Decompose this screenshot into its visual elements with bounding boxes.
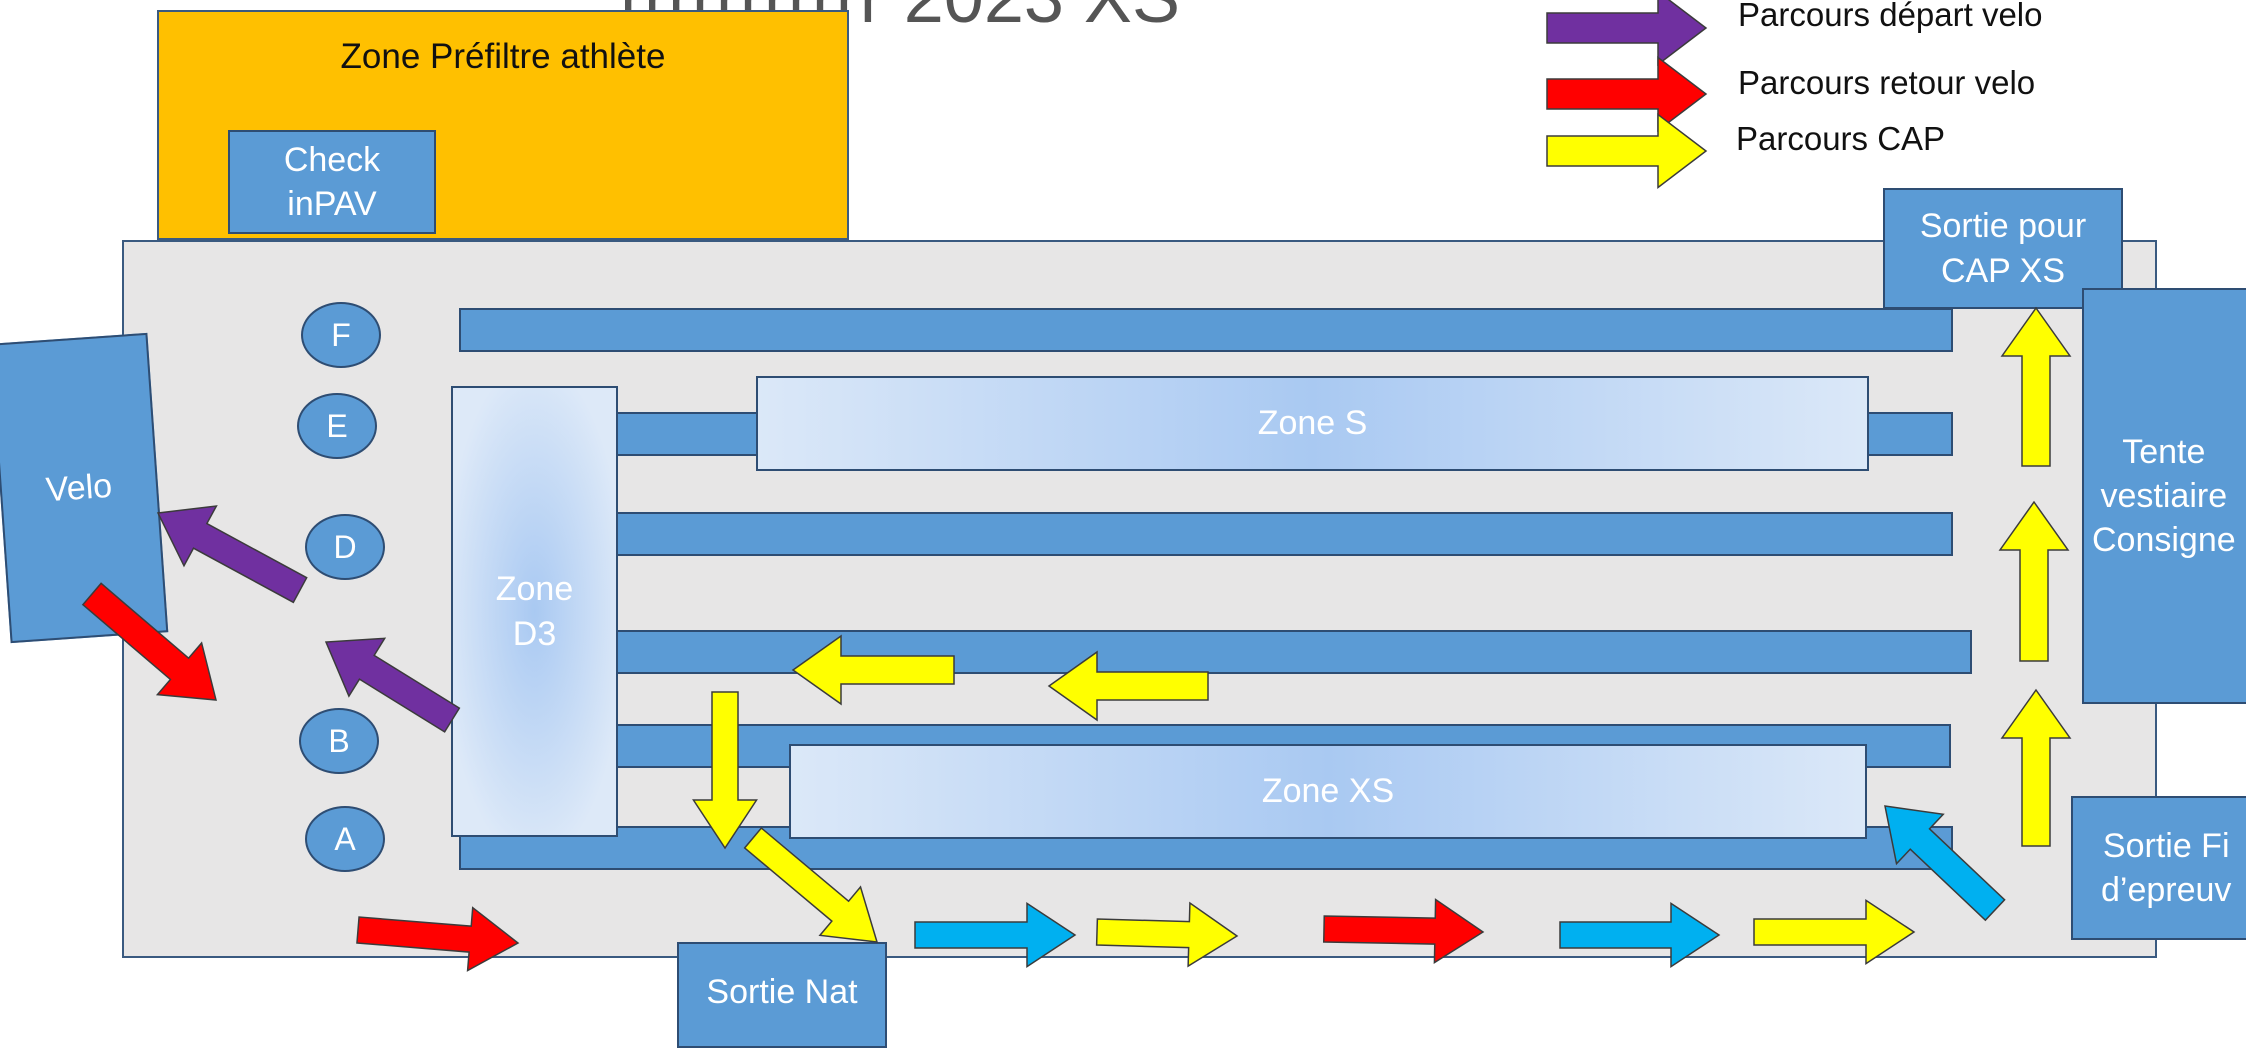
check-in-label: Check inPAV: [283, 140, 381, 223]
zone-xs: [789, 744, 1867, 839]
flow-arrow-cap: [2000, 306, 2072, 467]
flow-arrow-cap: [1047, 650, 1209, 722]
zone-d3-label: Zone D3: [495, 570, 574, 653]
sortie-nat-label: Sortie Nat: [706, 973, 858, 1012]
row-e-circle: E: [297, 393, 377, 459]
tente-box: [2082, 288, 2246, 704]
row-f-circle: F: [301, 302, 381, 368]
flow-arrow-cap: [1095, 901, 1239, 968]
flow-arrow-natation: [1884, 805, 2006, 922]
row-a-circle: A: [305, 806, 385, 872]
sortie-fin-label: Sortie Fi d’epreuv: [2101, 826, 2232, 909]
zone-s: [756, 376, 1869, 471]
flow-arrow-retour-velo: [356, 906, 520, 972]
row-d-circle: D: [305, 514, 385, 580]
tente-label: Tente vestiaire Consigne: [2092, 432, 2236, 560]
flow-arrow-depart-velo: [324, 637, 461, 733]
zone-xs-label: Zone XS: [1261, 772, 1395, 811]
legend-retour-label: Parcours retour velo: [1738, 64, 2036, 101]
legend-depart-label: Parcours départ velo: [1738, 0, 2043, 33]
flow-arrow-cap: [692, 691, 758, 850]
rack-d: [616, 512, 1953, 556]
legend-cap-label: Parcours CAP: [1736, 120, 1946, 157]
legend-arrow-depart: [1546, 0, 1708, 66]
zone-s-label: Zone S: [1257, 404, 1368, 443]
flow-arrow-cap: [743, 826, 879, 943]
rack-f: [459, 308, 1953, 352]
row-b-circle: B: [299, 708, 379, 774]
sortie-cap-label: Sortie pour CAP XS: [1919, 207, 2087, 290]
prefiltre-label: Zone Préfiltre athlète: [340, 37, 666, 77]
flow-arrow-cap: [1998, 500, 2070, 662]
flow-arrow-depart-velo: [156, 505, 308, 604]
check-in-box: [228, 130, 436, 234]
sortie-fin-box: [2071, 796, 2246, 940]
flow-arrow-retour-velo: [81, 582, 217, 701]
flow-arrow-natation: [914, 902, 1077, 968]
flow-arrow-cap: [1753, 899, 1916, 965]
flow-arrow-cap: [791, 634, 955, 706]
zone-d3: [451, 386, 618, 837]
flow-arrow-retour-velo: [1322, 898, 1485, 965]
flow-arrow-cap: [2000, 688, 2072, 847]
sortie-nat-box: [677, 942, 887, 1048]
legend-arrow-retour: [1546, 56, 1708, 132]
flow-arrow-natation: [1559, 902, 1721, 968]
legend-arrow-cap: [1546, 113, 1708, 189]
